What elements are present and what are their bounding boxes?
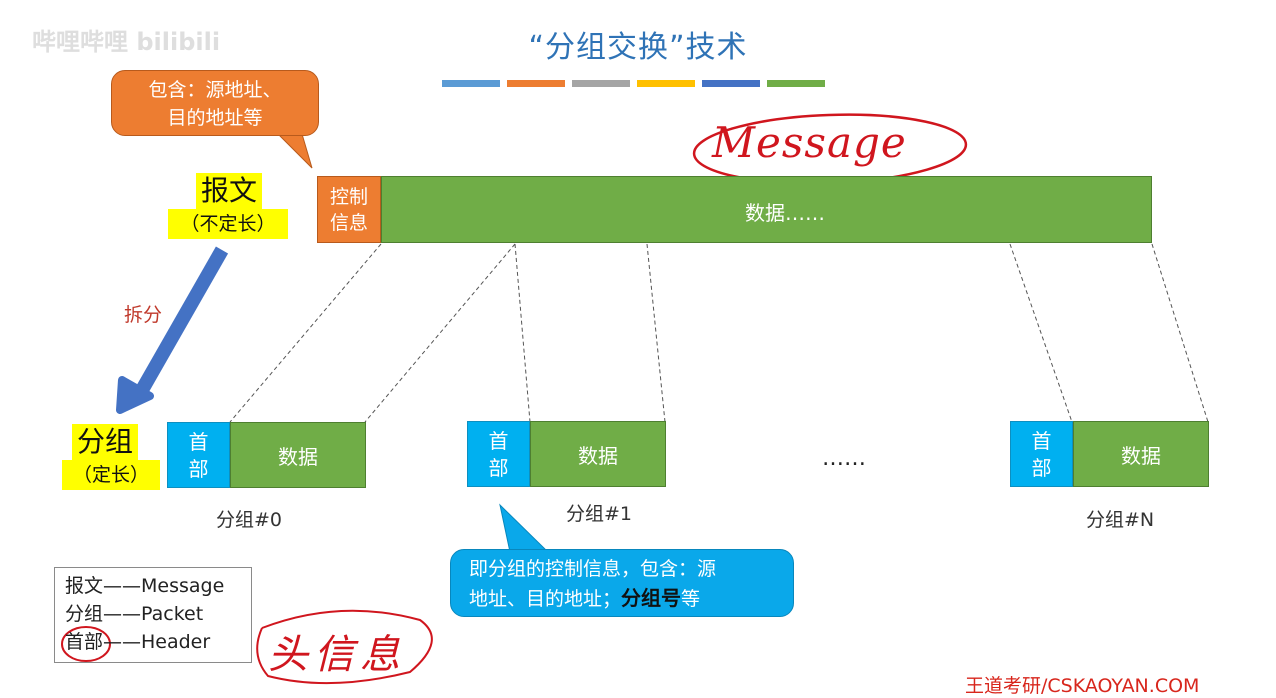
message-sub-label: （不定长） xyxy=(168,209,288,239)
packets-ellipsis: …… xyxy=(822,446,866,471)
packet-data: 数据 xyxy=(230,422,366,488)
callout-line: 地址、目的地址；分组号等 xyxy=(469,584,793,614)
split-arrow xyxy=(116,246,229,414)
callout-line: 包含：源地址、 xyxy=(148,79,282,101)
color-bar xyxy=(507,80,565,87)
packet-data: 数据 xyxy=(1073,421,1209,487)
callout-line: 目的地址等 xyxy=(167,107,263,129)
callout-line: 即分组的控制信息，包含：源 xyxy=(469,558,717,580)
watermark: 哔哩哔哩 bilibili xyxy=(32,28,221,56)
color-bar xyxy=(442,80,500,87)
message-data-label: 数据…… xyxy=(745,201,825,225)
callout-text: 等 xyxy=(681,588,701,610)
title-color-bars xyxy=(442,80,825,87)
color-bar xyxy=(572,80,630,87)
packet-name: 分组#N xyxy=(1086,509,1155,531)
legend-circle xyxy=(61,626,111,662)
control-line: 信息 xyxy=(329,212,368,234)
projection-line xyxy=(1151,243,1209,423)
packet-header: 首 部 xyxy=(467,421,530,487)
packet-data: 数据 xyxy=(530,421,666,487)
projection-line xyxy=(514,243,531,423)
handwriting-header: 头信息 xyxy=(268,632,406,678)
split-label: 拆分 xyxy=(124,304,163,326)
color-bar xyxy=(702,80,760,87)
terminology-legend: 报文——Message 分组——Packet 首部——Header xyxy=(54,567,252,663)
projection-line xyxy=(229,243,382,423)
packet-header-char: 首 xyxy=(488,429,509,453)
packet-header-char: 部 xyxy=(188,457,209,481)
callout-control-info: 包含：源地址、 目的地址等 xyxy=(111,70,319,136)
packet-header: 首 部 xyxy=(167,422,230,488)
projection-line xyxy=(364,243,516,423)
projection-line xyxy=(646,243,666,423)
color-bar xyxy=(767,80,825,87)
message-label: 报文 xyxy=(196,173,262,209)
callout-top-tail xyxy=(276,133,313,169)
handwriting-scribble xyxy=(256,609,433,685)
callout-emphasis: 分组号 xyxy=(621,586,682,610)
callout-text: 地址、目的地址； xyxy=(469,588,622,610)
footer-brand: 王道考研/CSKAOYAN.COM xyxy=(965,675,1200,697)
packet-header: 首 部 xyxy=(1010,421,1073,487)
control-line: 控制 xyxy=(329,186,368,208)
color-bar xyxy=(637,80,695,87)
callout-header-info: 即分组的控制信息，包含：源 地址、目的地址；分组号等 xyxy=(450,549,794,617)
projection-line xyxy=(1009,243,1073,423)
legend-entry: 首部——Header xyxy=(65,631,211,653)
packet-header-char: 首 xyxy=(1031,429,1052,453)
packet-header-char: 部 xyxy=(1031,456,1052,480)
message-data-block xyxy=(381,176,1152,243)
legend-entry: 分组——Packet xyxy=(65,603,204,625)
page-title: “分组交换”技术 xyxy=(528,30,748,65)
packet-label: 分组 xyxy=(72,424,138,460)
callout-bottom-tail xyxy=(499,503,550,553)
handwriting-message: Message xyxy=(712,118,907,167)
packet-name: 分组#1 xyxy=(566,503,633,525)
packet-name: 分组#0 xyxy=(216,509,283,531)
packet-header-char: 部 xyxy=(488,456,509,480)
packet-sub-label: （定长） xyxy=(62,460,160,490)
legend-entry: 报文——Message xyxy=(65,575,225,597)
packet-header-char: 首 xyxy=(188,430,209,454)
message-control-block: 控制 信息 xyxy=(317,176,381,243)
